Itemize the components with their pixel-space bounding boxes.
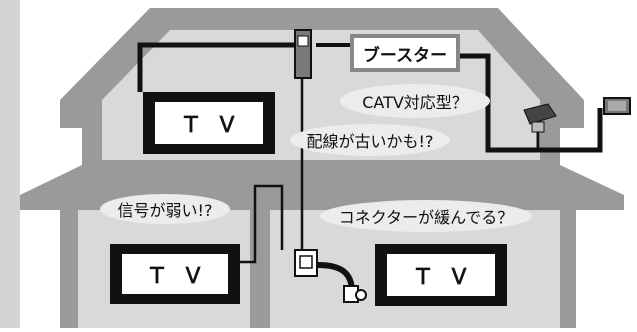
booster-box [350,34,460,72]
callout-connector: コネクターが緩んでる？ [320,200,532,232]
antenna-icon [523,103,557,150]
tv-label-lower-right: ＴＶ [411,265,484,290]
wall-outlet-icon [294,249,318,277]
cable-upper-tv [137,42,300,92]
tv-upper [143,92,275,154]
splitter-icon [294,29,312,79]
callout-catv: CATV対応型？ [340,84,490,118]
callout-wiring: 配線が古いかも!? [290,124,450,156]
tv-label-lower-left: ＴＶ [145,264,218,289]
booster-label: ブースター [362,45,448,66]
callout-signal: 信号が弱い!? [100,194,230,224]
tv-lower-right [375,244,507,306]
cable-lower-left-tv [240,184,284,264]
floor-slab [82,160,560,182]
antenna-icon [603,97,631,115]
plug-icon [343,285,367,303]
tv-label-upper: ＴＶ [179,113,252,138]
left-edge-strip [0,0,20,328]
tv-lower-left [110,244,240,304]
